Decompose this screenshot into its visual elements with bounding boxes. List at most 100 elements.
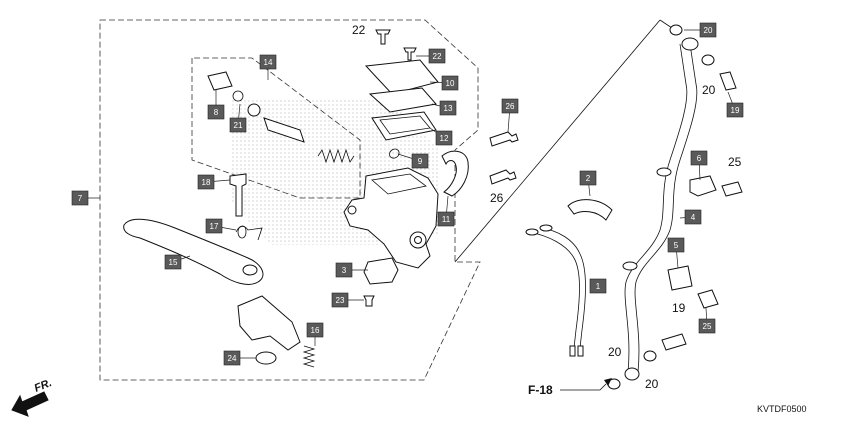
- callout-c19b: 19: [672, 301, 686, 315]
- callout-c19a: 19: [726, 91, 744, 118]
- callout-label: 4: [691, 213, 696, 222]
- stop-switch: [363, 257, 399, 285]
- callout-label: 12: [440, 134, 449, 143]
- callout-label: 26: [506, 102, 515, 111]
- callout-box: [435, 130, 453, 146]
- washer-20-top-b: [701, 54, 715, 66]
- callout-c7: 7: [71, 190, 100, 206]
- callout-c9: 9: [397, 153, 429, 169]
- bolt-25-a: [721, 181, 743, 197]
- callout-c20a: 20: [684, 22, 717, 38]
- wire-connector-b: [539, 224, 553, 232]
- callout-c5: 5: [667, 237, 685, 269]
- callout-label: 11: [442, 215, 451, 224]
- washer: [247, 103, 261, 117]
- diagram-code: KVTDF0500: [757, 404, 807, 414]
- clip: [389, 148, 400, 159]
- callout-label: 17: [210, 222, 219, 231]
- callout-box: [439, 100, 457, 116]
- callout-box: [229, 117, 247, 133]
- reservoir-plate: [368, 87, 437, 113]
- callout-box: [223, 350, 241, 366]
- callout-label: 18: [202, 178, 211, 187]
- callout-label: 5: [674, 241, 679, 250]
- body-outlet-inner: [414, 236, 422, 244]
- callout-box: [331, 292, 349, 308]
- callout-c14: 14: [259, 54, 277, 80]
- hose-guide-line-2: [659, 19, 673, 29]
- hose-clamp-5: [667, 265, 693, 291]
- callout-label: 20: [704, 26, 713, 35]
- callout-c22a: 22: [352, 23, 366, 37]
- callout-c6: 6: [690, 150, 708, 181]
- direction-arrow: [11, 391, 49, 417]
- callout-box: [579, 170, 597, 186]
- callout-label: 21: [234, 121, 243, 130]
- callout-c15: 15: [164, 254, 191, 270]
- hose-banjo-bottom: [624, 367, 640, 381]
- callout-label: 16: [311, 326, 320, 335]
- callout-label: 3: [342, 266, 347, 275]
- boot: [207, 71, 233, 91]
- callout-label: 8: [214, 108, 219, 117]
- ref-arrow-head: [604, 378, 612, 386]
- pivot-bolt: [229, 173, 247, 217]
- callout-c20b: 20: [702, 83, 716, 97]
- callout-box: [71, 190, 89, 206]
- brake-hose: [624, 43, 688, 373]
- ref-label: F-18: [528, 383, 553, 397]
- callout-c13: 13: [431, 100, 457, 116]
- callout-c23: 23: [331, 292, 364, 308]
- callout-label: 24: [228, 354, 237, 363]
- callout-label: 1: [596, 282, 601, 291]
- circlip: [232, 90, 244, 102]
- callouts: 1234567891011121314151617181919202020202…: [71, 22, 744, 391]
- piston-spring: [317, 148, 355, 164]
- callout-label: 2: [586, 174, 591, 183]
- reservoir-cap: [364, 59, 439, 95]
- callout-label: 19: [731, 106, 740, 115]
- callout-c20c: 20: [608, 345, 622, 359]
- switch-wire-b: [539, 227, 586, 349]
- callout-label: 23: [336, 296, 345, 305]
- ref-arrow: [560, 383, 607, 391]
- callout-c17: 17: [205, 218, 237, 234]
- knocker-spring: [302, 345, 316, 368]
- callout-c21: 21: [229, 103, 247, 133]
- hose-guide-line: [454, 19, 661, 263]
- callout-c26b: 26: [490, 191, 504, 205]
- direction-label: FR.: [33, 377, 54, 395]
- callout-box: [259, 54, 277, 70]
- callout-label: 22: [433, 52, 442, 61]
- piston-kit-boundary: [191, 57, 361, 199]
- callout-c26a: 26: [501, 98, 519, 133]
- callout-label: 10: [446, 79, 455, 88]
- callout-box: [589, 278, 607, 294]
- lever-knocker: [237, 295, 301, 351]
- callout-box: [205, 218, 223, 234]
- hose-grommet: [656, 167, 672, 177]
- callout-c16: 16: [306, 322, 324, 346]
- lever-mount-hole: [347, 205, 357, 215]
- cap-screw-b: [403, 47, 417, 61]
- washer-20-bottom-b: [643, 350, 657, 362]
- callout-box: [441, 75, 459, 91]
- holder-clamp: [441, 150, 469, 197]
- bolt-19-a: [719, 71, 737, 91]
- callout-label: 6: [697, 154, 702, 163]
- switch-wire: [529, 231, 580, 349]
- callout-c18: 18: [197, 174, 231, 190]
- wire-connector-a: [525, 228, 539, 236]
- callout-c20d: 20: [645, 377, 659, 391]
- callout-box: [667, 237, 685, 253]
- callout-label: 7: [78, 194, 83, 203]
- callout-c2: 2: [579, 170, 597, 197]
- callout-box: [698, 318, 716, 334]
- callout-c24: 24: [223, 350, 256, 366]
- callout-label: 15: [169, 258, 178, 267]
- bolt-19-b: [661, 333, 687, 351]
- brake-lever: [123, 218, 264, 285]
- body-top: [371, 173, 427, 195]
- brake-hose-b: [634, 43, 698, 373]
